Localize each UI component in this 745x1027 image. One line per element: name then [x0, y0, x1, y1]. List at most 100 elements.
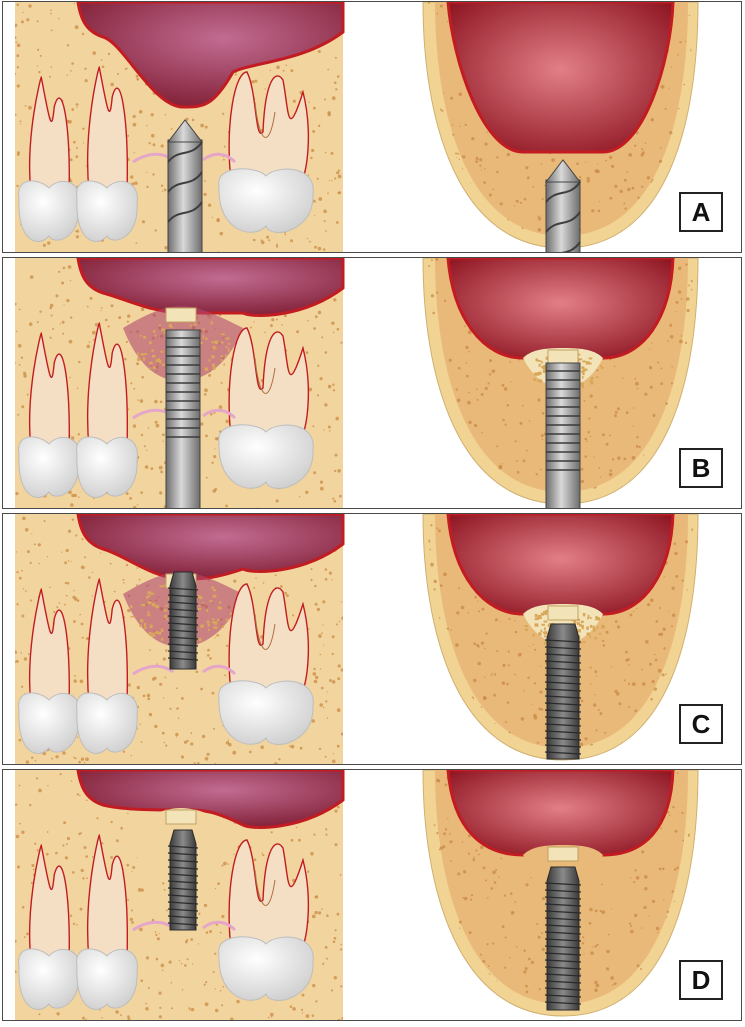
- implant-thread: [167, 643, 199, 647]
- coronal-sinus: [446, 258, 675, 360]
- implant-thread: [544, 716, 582, 720]
- premolar-tooth-1: [18, 76, 80, 242]
- osteotome: [545, 362, 581, 508]
- tooth-crown: [76, 948, 138, 1010]
- implant-thread: [544, 681, 582, 685]
- implant-thread: [544, 660, 582, 664]
- panel-a-illustration: [15, 2, 699, 252]
- coronal-graft-cap: [547, 349, 579, 365]
- panel-label-a: A: [679, 192, 723, 232]
- panel-c-illustration: [15, 514, 699, 764]
- implant-body: [169, 571, 197, 670]
- tooth-crown: [76, 436, 138, 498]
- tooth-crown: [18, 692, 80, 754]
- implant-thread: [167, 852, 199, 856]
- molar-root: [228, 839, 310, 951]
- bone-graft-cap: [165, 809, 197, 825]
- implant-thread: [544, 917, 582, 921]
- implant-thread: [544, 910, 582, 914]
- bone-texture: [15, 2, 342, 252]
- implant-thread: [544, 737, 582, 741]
- panel-b: B: [2, 257, 742, 509]
- drill-flute: [545, 181, 581, 203]
- implant-thread: [167, 901, 199, 905]
- coronal-sinus: [446, 514, 675, 616]
- tooth-root: [28, 332, 70, 449]
- implant-thread: [167, 894, 199, 898]
- molar-crown: [218, 168, 314, 233]
- implant-thread: [167, 845, 199, 849]
- implant-thread: [544, 646, 582, 650]
- implant-thread: [167, 922, 199, 926]
- root-canal-line: [254, 101, 276, 138]
- implant-thread: [544, 639, 582, 643]
- implant-thread: [167, 608, 199, 612]
- implant-thread: [167, 594, 199, 598]
- panel-label-d: D: [679, 960, 723, 1000]
- implant-thread: [544, 688, 582, 692]
- molar-tooth: [218, 839, 314, 1001]
- molar-root: [228, 327, 310, 439]
- drill-flute: [545, 211, 581, 233]
- drill-shaft: [167, 139, 203, 252]
- twist-drill: [166, 119, 204, 252]
- coronal-graft-cap: [547, 846, 579, 862]
- premolar-tooth-2: [76, 578, 138, 754]
- gum-line: [132, 664, 237, 676]
- implant-thread: [544, 924, 582, 928]
- implant-thread: [544, 751, 582, 755]
- panel-d: D: [2, 769, 742, 1021]
- tooth-crown: [76, 692, 138, 754]
- premolar-tooth-1: [18, 332, 80, 498]
- premolar-tooth-2: [76, 834, 138, 1010]
- implant-thread: [544, 702, 582, 706]
- coronal-twist-drill: [544, 159, 582, 252]
- premolar-tooth-1: [18, 588, 80, 754]
- tooth-root: [28, 76, 70, 193]
- root-canal-line: [254, 613, 276, 650]
- root-canal-line: [254, 357, 276, 394]
- tooth-crown: [18, 948, 80, 1010]
- implant-thread: [544, 973, 582, 977]
- implant-body: [169, 829, 197, 931]
- implant-thread: [544, 952, 582, 956]
- molar-tooth: [218, 327, 314, 489]
- implant: [544, 866, 582, 1011]
- premolar-tooth-2: [76, 66, 138, 242]
- implant-thread: [544, 931, 582, 935]
- implant-thread: [544, 959, 582, 963]
- implant-thread: [167, 887, 199, 891]
- tooth-crown: [76, 180, 138, 242]
- implant-thread: [544, 938, 582, 942]
- tooth-root: [28, 844, 70, 961]
- implant-thread: [167, 915, 199, 919]
- implant-thread: [167, 587, 199, 591]
- implant-thread: [167, 650, 199, 654]
- drill-flute: [167, 141, 203, 163]
- maxillary-sinus: [76, 2, 345, 109]
- osteotome: [165, 329, 201, 508]
- implant-thread: [167, 601, 199, 605]
- root-canal-line: [254, 869, 276, 906]
- drill-tip: [166, 119, 204, 143]
- drill-flute: [561, 241, 581, 252]
- molar-root: [228, 71, 310, 183]
- implant-thread: [544, 945, 582, 949]
- bone-graft-cap: [165, 307, 197, 323]
- implant-thread: [167, 622, 199, 626]
- panel-b-illustration: [15, 258, 699, 508]
- osteotome-shaft: [545, 362, 581, 508]
- implant-thread: [544, 674, 582, 678]
- implant-thread: [544, 730, 582, 734]
- coronal-graft-cap: [547, 605, 579, 621]
- implant-thread: [544, 695, 582, 699]
- molar-tooth: [218, 71, 314, 233]
- implant-thread: [544, 896, 582, 900]
- implant-thread: [544, 744, 582, 748]
- molar-crown: [218, 680, 314, 745]
- implant-thread: [544, 889, 582, 893]
- panel-a: A: [2, 1, 742, 253]
- tooth-crown: [18, 436, 80, 498]
- implant-thread: [167, 866, 199, 870]
